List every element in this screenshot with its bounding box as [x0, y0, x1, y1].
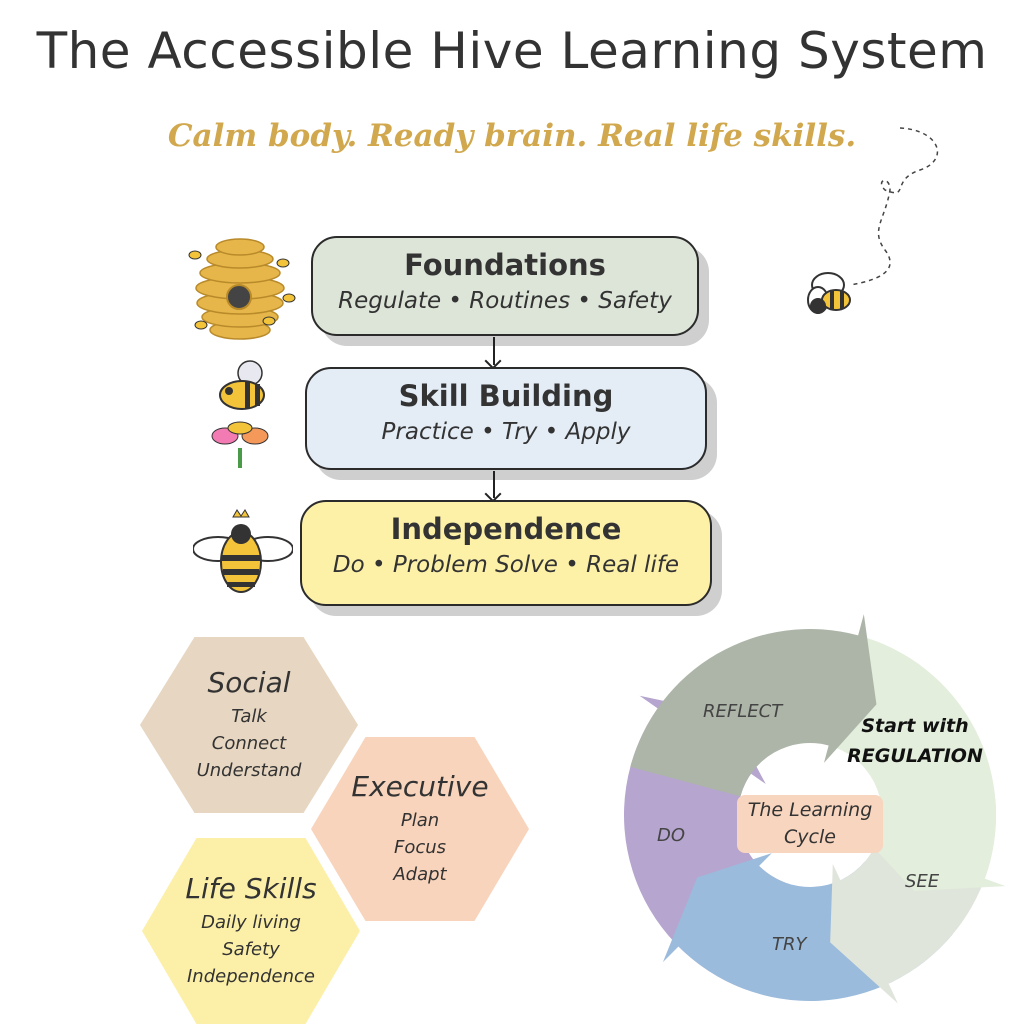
beehive-icon — [188, 238, 296, 340]
cycle-center-label: The Learning Cycle — [737, 795, 883, 853]
level-heading: Foundations — [404, 248, 606, 282]
hex-item: Plan — [400, 810, 440, 831]
cycle-step-do: DO — [657, 825, 686, 846]
hex-item: Safety — [222, 939, 280, 960]
hex-life-skills: Life Skills Daily living Safety Independ… — [142, 838, 360, 1024]
learning-cycle — [624, 614, 1006, 1004]
start-line-2: REGULATION — [847, 745, 983, 767]
level-independence: Independence Do • Problem Solve • Real l… — [300, 500, 712, 606]
hex-item: Talk — [231, 706, 267, 727]
down-arrow — [493, 337, 495, 365]
cycle-step-try: TRY — [772, 934, 807, 955]
hex-heading: Executive — [351, 770, 489, 803]
queen-bee-icon — [193, 509, 293, 593]
level-items: Regulate • Routines • Safety — [338, 288, 672, 314]
hex-social: Social Talk Connect Understand — [140, 637, 358, 813]
bee-flower-icon — [211, 360, 269, 468]
cycle-start-label: Start with REGULATION — [840, 711, 990, 771]
hex-item: Focus — [393, 837, 447, 858]
level-heading: Skill Building — [398, 379, 614, 413]
page-title: The Accessible Hive Learning System — [36, 22, 988, 80]
subtitle: Calm body. Ready brain. Real life skills… — [167, 118, 857, 154]
level-heading: Independence — [390, 512, 622, 546]
hex-executive: Executive Plan Focus Adapt — [311, 737, 529, 921]
cycle-arrow-reflect — [630, 614, 877, 797]
down-arrow — [493, 471, 495, 498]
level-skill-building: Skill Building Practice • Try • Apply — [305, 367, 707, 470]
hex-heading: Social — [207, 666, 291, 699]
hex-item: Adapt — [393, 864, 447, 885]
cycle-step-see: SEE — [905, 871, 940, 892]
flying-bee-icon — [807, 127, 939, 314]
hex-item: Understand — [196, 760, 302, 781]
hex-item: Daily living — [201, 912, 301, 933]
level-items: Practice • Try • Apply — [381, 419, 631, 445]
hex-heading: Life Skills — [185, 872, 317, 905]
level-items: Do • Problem Solve • Real life — [332, 552, 680, 578]
level-foundations: Foundations Regulate • Routines • Safety — [311, 236, 699, 336]
cycle-step-reflect: REFLECT — [703, 701, 783, 722]
start-line-1: Start with — [861, 715, 969, 737]
hex-item: Connect — [211, 733, 287, 754]
hex-item: Independence — [186, 966, 315, 987]
